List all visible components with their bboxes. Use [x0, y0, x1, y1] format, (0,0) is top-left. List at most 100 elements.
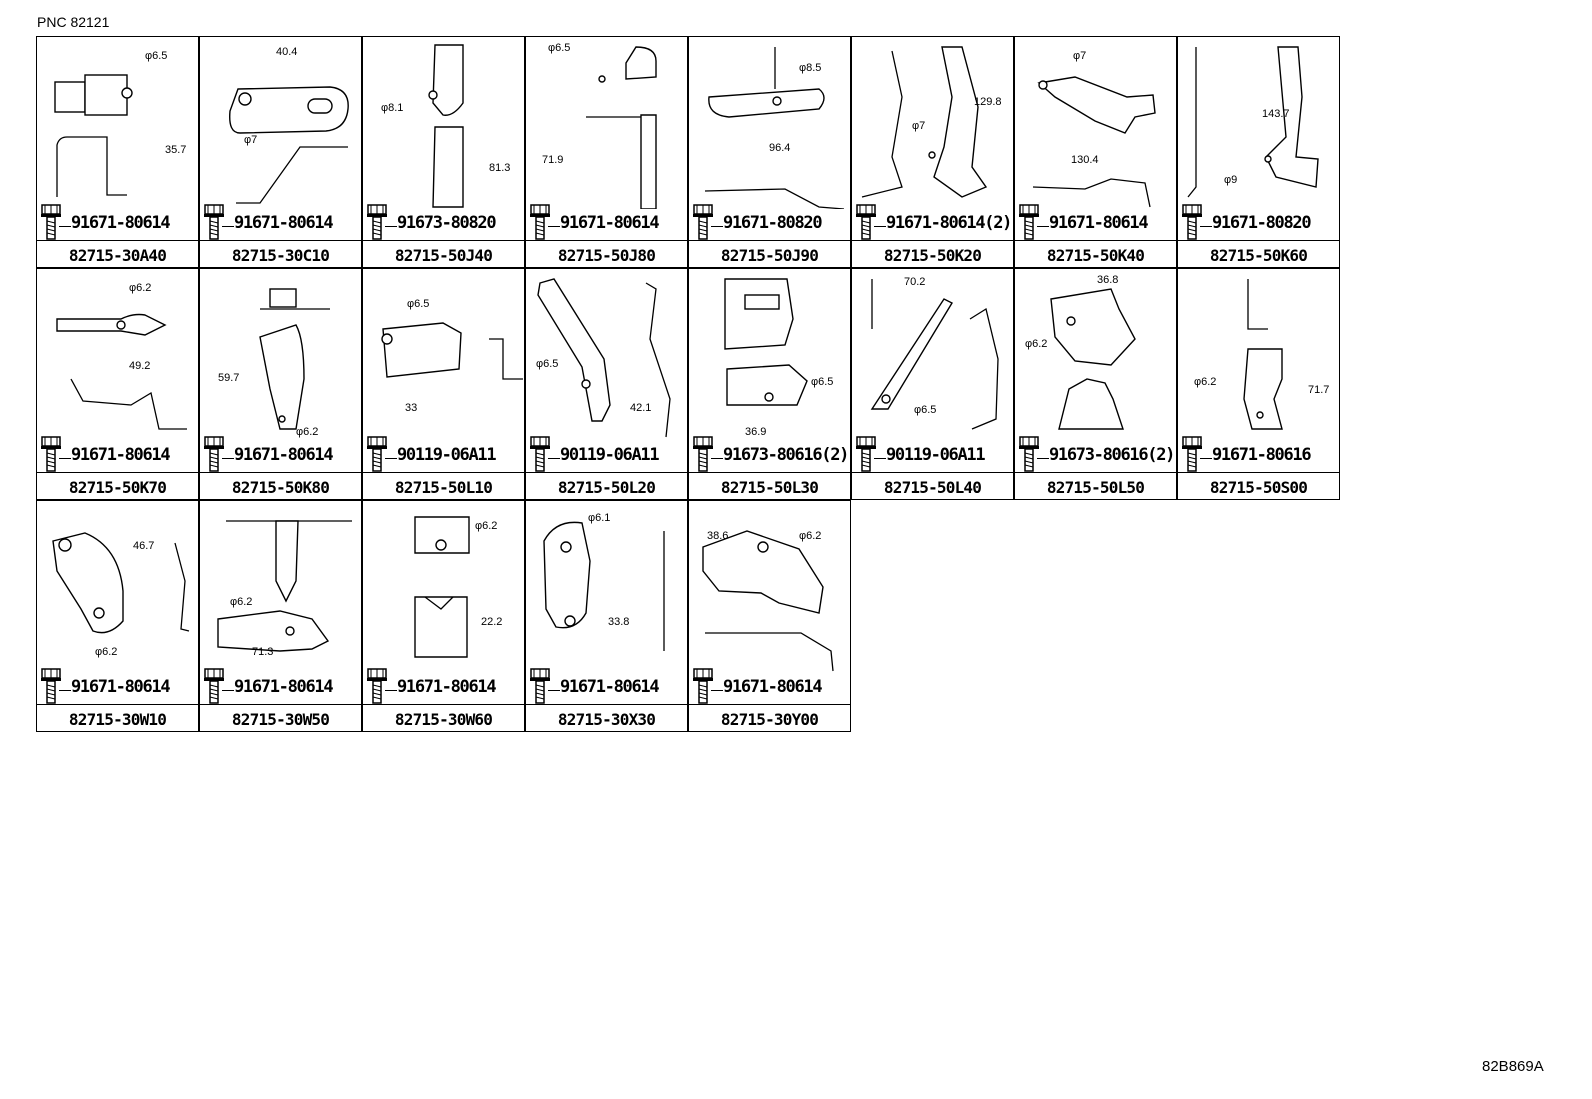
bracket-part-number[interactable]: 82715-50L50	[1046, 478, 1145, 497]
dimension-label: 71.7	[1308, 384, 1329, 396]
dimension-label: φ6.2	[296, 426, 318, 438]
bolt-icon	[367, 436, 387, 472]
bracket-part-number[interactable]: 82715-30X30	[557, 710, 656, 729]
dimension-label: 46.7	[133, 540, 154, 552]
bracket-part-number[interactable]: 82715-50J90	[720, 246, 819, 265]
bolt-icon	[530, 668, 550, 704]
part-number-row: 82715-50J40	[363, 240, 524, 269]
leader-line	[59, 690, 71, 691]
part-number-row: 82715-50L40	[852, 472, 1013, 501]
bracket-part-number[interactable]: 82715-50K20	[883, 246, 982, 265]
bracket-illustration: φ6.271.3	[217, 520, 352, 658]
dimension-label: 33	[405, 402, 417, 414]
leader-line	[385, 226, 397, 227]
bracket-part-number[interactable]: 82715-50K70	[68, 478, 167, 497]
bolt-icon	[1019, 204, 1039, 240]
bracket-part-number[interactable]: 82715-30W60	[394, 710, 493, 729]
dimension-label: 22.2	[481, 616, 502, 628]
leader-line	[711, 690, 723, 691]
bracket-part-number[interactable]: 82715-50K40	[1046, 246, 1145, 265]
leader-line	[222, 458, 234, 459]
bracket-part-number[interactable]: 82715-50J80	[557, 246, 656, 265]
bracket-cell[interactable]: φ6.2 71.7 91671-80616 82715-50S00	[1177, 268, 1340, 500]
bolt-icon	[204, 436, 224, 472]
bolt-part-number: 91671-80616	[1212, 445, 1312, 465]
bracket-part-number[interactable]: 82715-30W50	[231, 710, 330, 729]
bracket-cell[interactable]: 46.7 φ6.2 91671-80614 82715-30W10	[36, 500, 199, 732]
bracket-part-number[interactable]: 82715-50J40	[394, 246, 493, 265]
leader-line	[385, 458, 397, 459]
part-number-row: 82715-50S00	[1178, 472, 1339, 501]
dimension-label: 129.8	[974, 96, 1002, 108]
dimension-label: φ6.2	[1194, 376, 1216, 388]
leader-line	[711, 458, 723, 459]
leader-line	[874, 458, 886, 459]
bolt-icon	[1182, 204, 1202, 240]
bracket-part-number[interactable]: 82715-50L10	[394, 478, 493, 497]
leader-line	[385, 690, 397, 691]
bolt-icon	[1182, 436, 1202, 472]
bracket-part-number[interactable]: 82715-50K60	[1209, 246, 1308, 265]
dimension-label: φ6.2	[95, 646, 117, 658]
bracket-part-number[interactable]: 82715-50L40	[883, 478, 982, 497]
bolt-part-number: 91671-80614	[71, 445, 171, 465]
dimension-label: 36.8	[1097, 274, 1118, 286]
part-number-row: 82715-50K70	[37, 472, 198, 501]
bolt-icon	[41, 204, 61, 240]
bracket-illustration: φ6.571.9	[542, 42, 657, 209]
bracket-part-number[interactable]: 82715-50K80	[231, 478, 330, 497]
bolt-part-number: 91671-80614(2)	[886, 213, 1012, 233]
bolt-part-number: 90119-06A11	[886, 445, 986, 465]
pnc-label: PNC 82121	[37, 14, 110, 30]
bracket-part-number[interactable]: 82715-50S00	[1209, 478, 1308, 497]
dimension-label: 38.6	[707, 530, 728, 542]
bracket-part-number[interactable]: 82715-30A40	[68, 246, 167, 265]
bracket-part-number[interactable]: 82715-50L30	[720, 478, 819, 497]
part-number-row: 82715-50L50	[1015, 472, 1176, 501]
part-number-row: 82715-30X30	[526, 704, 687, 733]
bolt-icon	[693, 668, 713, 704]
bolt-icon	[367, 204, 387, 240]
leader-line	[874, 226, 886, 227]
bracket-part-number[interactable]: 82715-30Y00	[720, 710, 819, 729]
bolt-part-number: 91671-80820	[1212, 213, 1312, 233]
dimension-label: 143.7	[1262, 108, 1290, 120]
part-number-row: 82715-30Y00	[689, 704, 850, 733]
bolt-icon	[856, 436, 876, 472]
bracket-part-number[interactable]: 82715-50L20	[557, 478, 656, 497]
leader-line	[1200, 458, 1212, 459]
leader-line	[548, 226, 560, 227]
dimension-label: 59.7	[218, 372, 239, 384]
bolt-part-number: 91671-80614	[71, 677, 171, 697]
bolt-icon	[367, 668, 387, 704]
bracket-illustration: 40.4φ7	[229, 46, 349, 204]
dimension-label: 71.9	[542, 154, 563, 166]
leader-line	[1037, 458, 1049, 459]
bracket-part-number[interactable]: 82715-30W10	[68, 710, 167, 729]
bolt-part-number: 91673-80616(2)	[1049, 445, 1175, 465]
bolt-part-number: 91671-80614	[723, 677, 823, 697]
dimension-label: 130.4	[1071, 154, 1099, 166]
bracket-illustration: 129.8φ7	[861, 46, 1002, 198]
bracket-part-number[interactable]: 82715-30C10	[231, 246, 330, 265]
